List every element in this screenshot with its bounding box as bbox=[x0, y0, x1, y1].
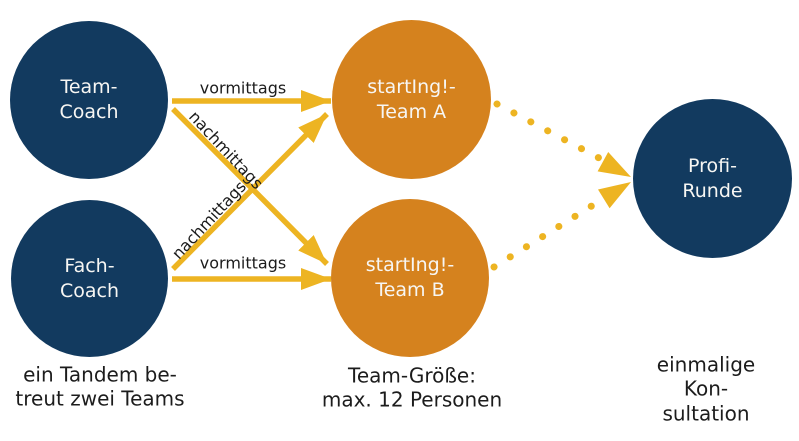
node-team-coach: Team- Coach bbox=[10, 21, 168, 179]
node-starting-team-b: startIng!- Team B bbox=[331, 199, 489, 357]
edge-fach-coach-to-team-a bbox=[171, 112, 329, 271]
edge-label-vormittags-bottom: vormittags bbox=[199, 253, 287, 273]
edge-team-coach-to-team-b bbox=[171, 107, 329, 266]
caption-team-size: Team-Größe: max. 12 Personen bbox=[321, 363, 503, 412]
caption-consultation: einmalige Kon- sultation bbox=[656, 352, 756, 426]
arrowhead-team-a-to-profi-runde-icon bbox=[597, 152, 631, 177]
arrowhead-team-b-to-profi-runde-icon bbox=[598, 182, 631, 209]
node-profi-runde: Profi- Runde bbox=[633, 99, 792, 258]
caption-tandem: ein Tandem be- treut zwei Teams bbox=[15, 362, 185, 411]
node-starting-team-a: startIng!- Team A bbox=[332, 20, 491, 179]
node-fach-coach: Fach- Coach bbox=[11, 200, 168, 357]
edge-label-vormittags-top: vormittags bbox=[199, 78, 287, 98]
edge-team-a-to-profi-runde bbox=[493, 100, 605, 163]
edge-team-b-to-profi-runde bbox=[490, 198, 602, 271]
